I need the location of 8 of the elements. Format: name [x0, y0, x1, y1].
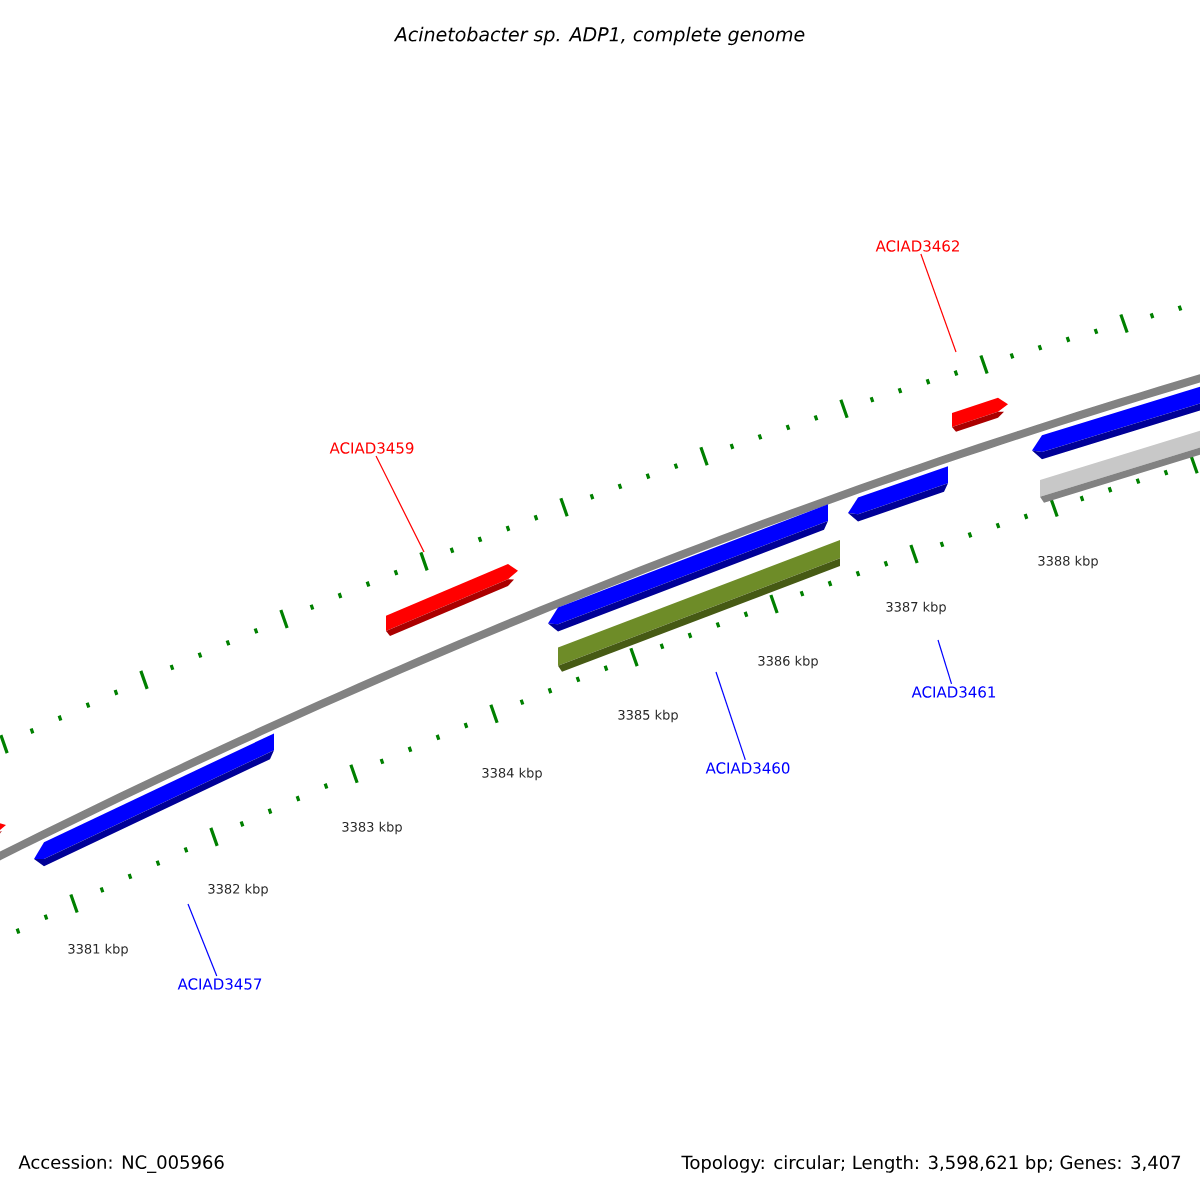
leader-line — [187, 903, 218, 977]
genome-info-text: Topology: circular; Length: 3,598,621 bp; Genes: 3,407 — [681, 1155, 1181, 1173]
leader-line — [715, 671, 746, 761]
accession-text: Accession: NC_005966 — [18, 1155, 224, 1173]
leader-line — [375, 455, 425, 553]
title: Acinetobacter sp. ADP1, complete genome — [393, 26, 805, 46]
leader-line — [937, 639, 953, 685]
leader-line — [920, 253, 957, 353]
